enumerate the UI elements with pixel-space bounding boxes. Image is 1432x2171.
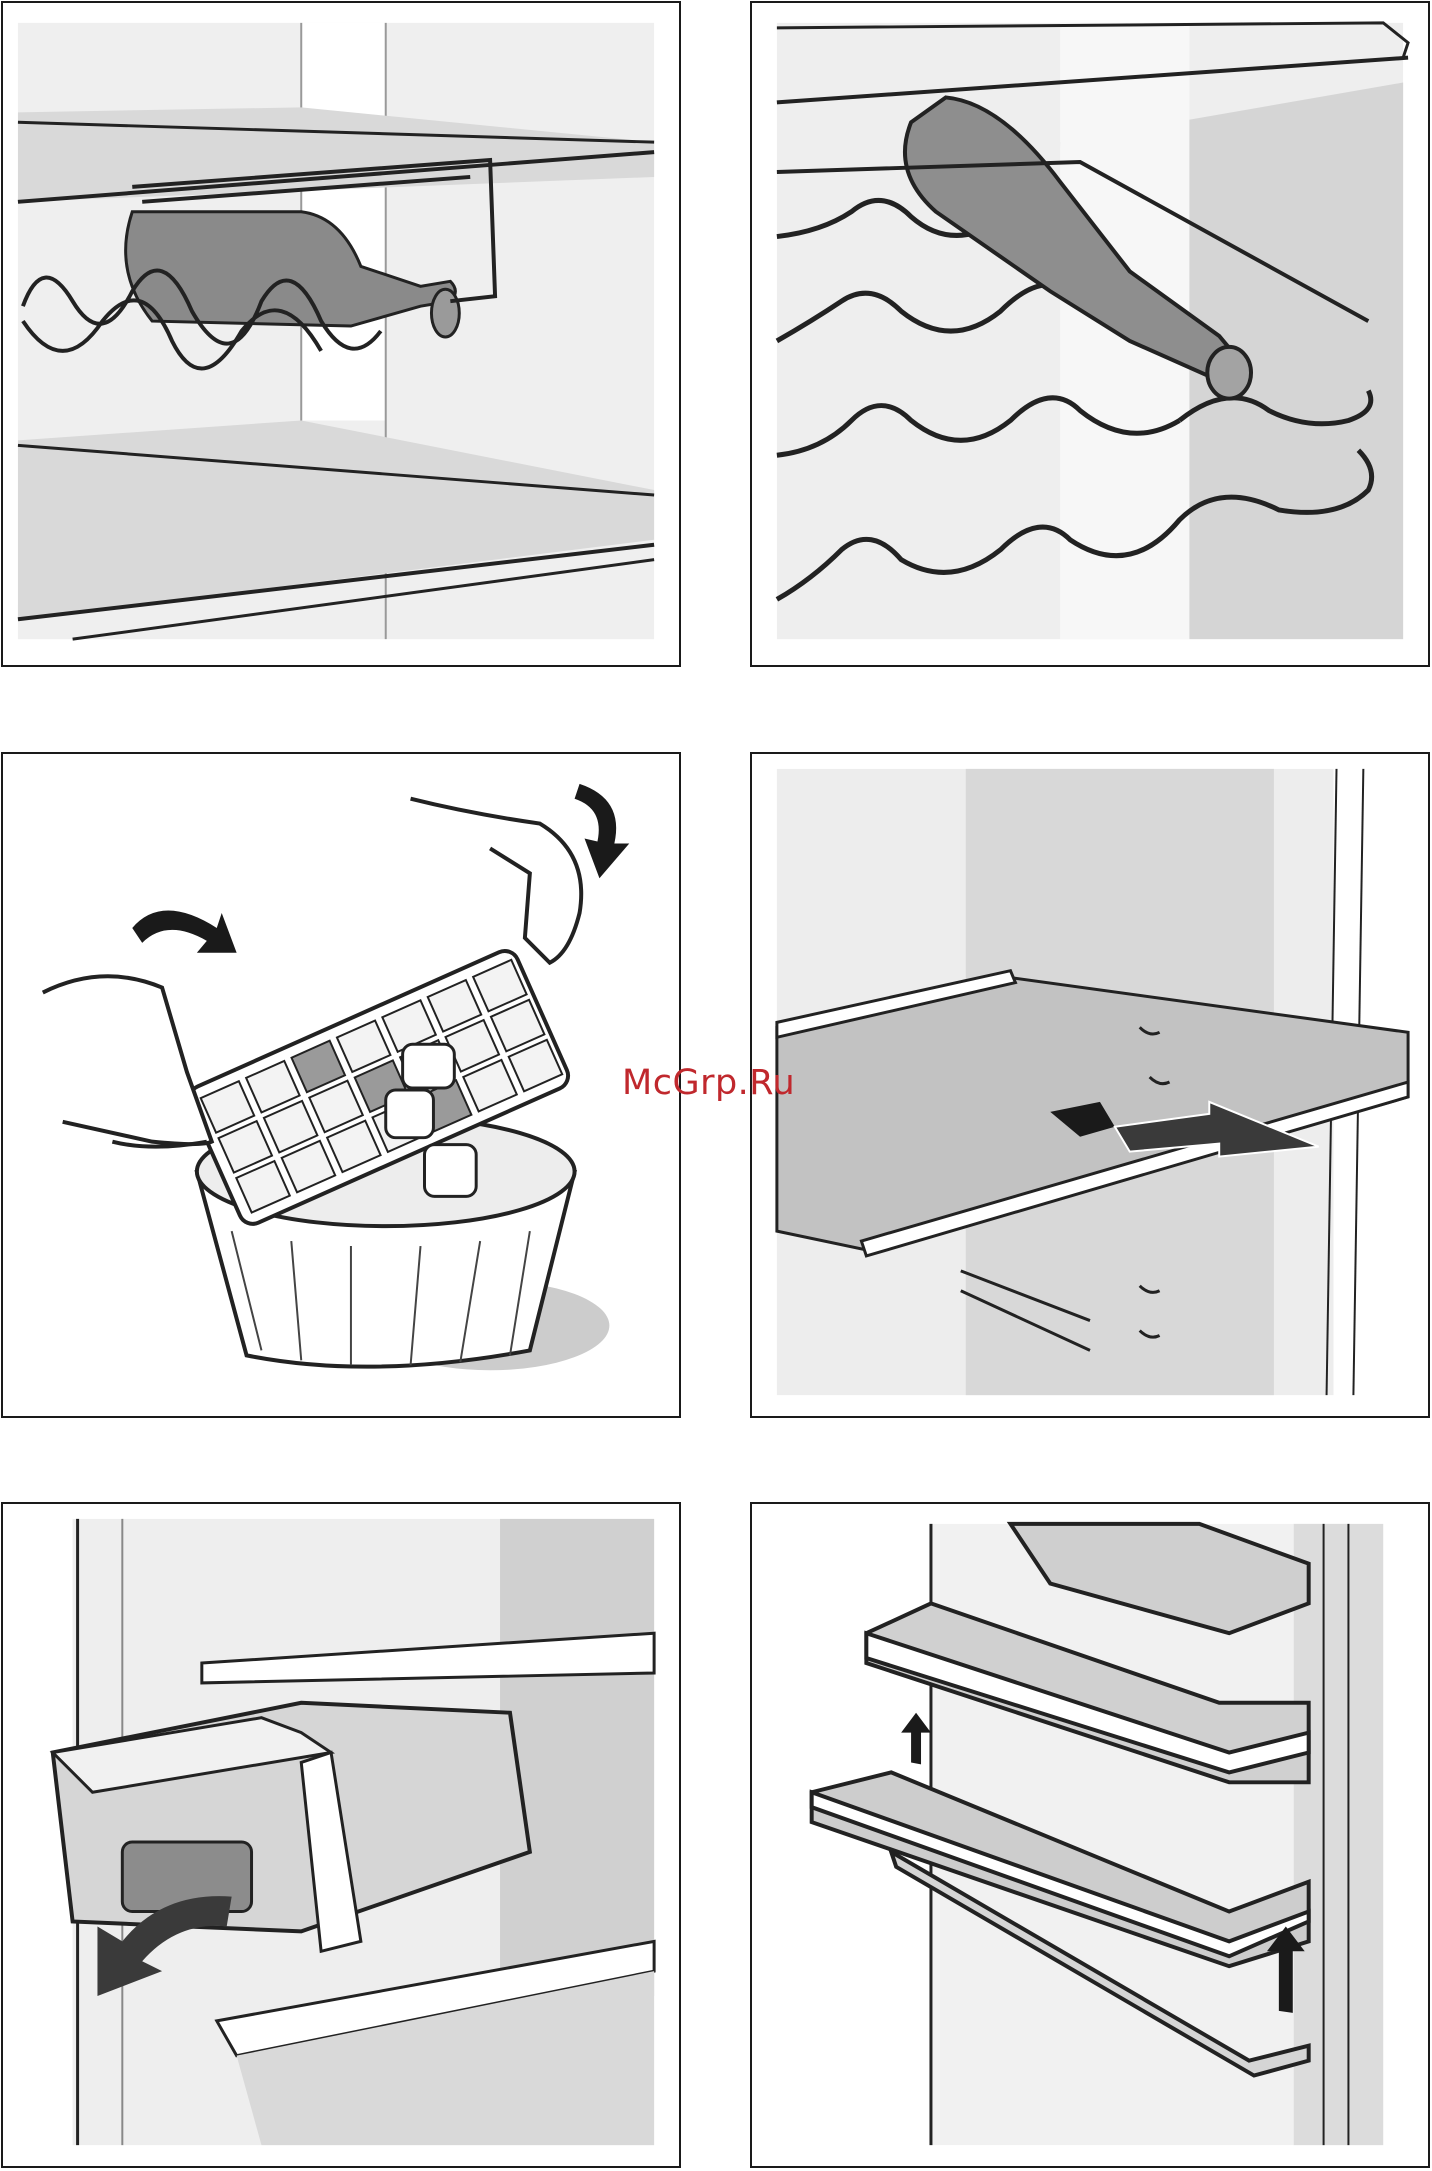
illustration-ice-cube-tray bbox=[1, 752, 681, 1418]
illustration-drawer-removal bbox=[1, 1502, 681, 2168]
illustration-wave-wine-rack bbox=[750, 1, 1430, 667]
drawer-removal-drawing bbox=[3, 1504, 679, 2166]
hanging-wine-rack-drawing bbox=[3, 3, 679, 665]
door-shelf-drawing bbox=[752, 1504, 1428, 2166]
watermark-text: McGrp.Ru bbox=[622, 1063, 795, 1103]
illustration-hanging-wine-rack bbox=[1, 1, 681, 667]
glass-shelf-drawing bbox=[752, 754, 1428, 1416]
illustration-glass-shelf-removal bbox=[750, 752, 1430, 1418]
illustration-door-shelf-removal bbox=[750, 1502, 1430, 2168]
wave-wine-rack-drawing bbox=[752, 3, 1428, 665]
ice-cube-tray-drawing bbox=[3, 754, 679, 1416]
